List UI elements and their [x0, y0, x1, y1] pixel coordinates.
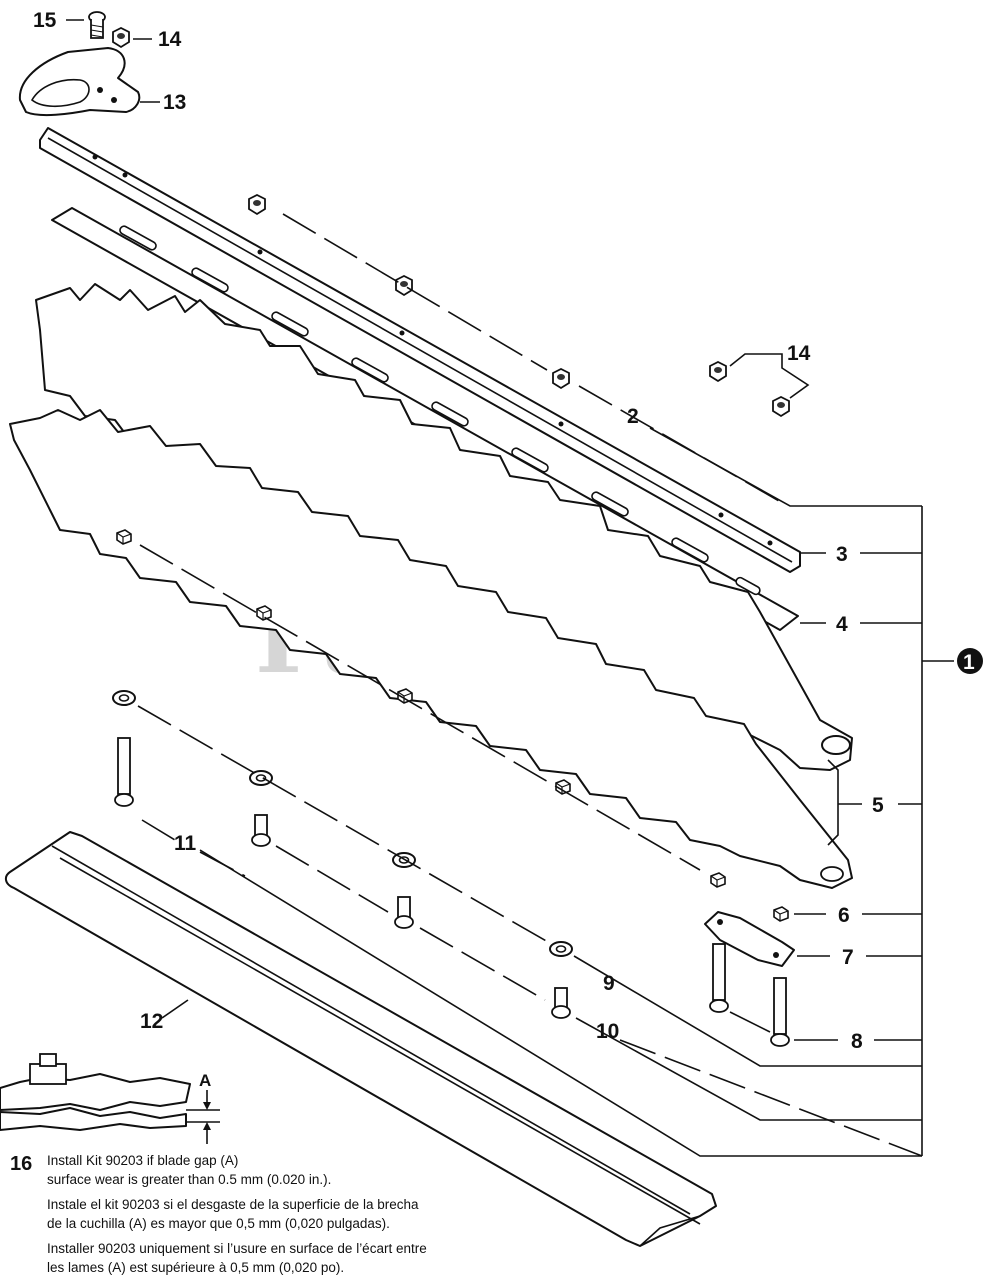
lower-cutter-blade-part: [9, 409, 853, 889]
gap-label-a: A: [199, 1071, 211, 1090]
callout-15: 15: [33, 9, 57, 32]
callout-1: 1: [963, 651, 975, 674]
callout-11: 11: [174, 832, 197, 855]
callout-13: 13: [163, 91, 186, 114]
callout-16: 16: [10, 1153, 33, 1175]
washer-icon: [112, 690, 136, 706]
install-note-fr-1: Installer 90203 uniquement si l’usure en…: [47, 1241, 427, 1256]
nut-icon: [248, 194, 266, 215]
long-bolt-icon: [770, 977, 790, 1047]
blade-guard-part: [18, 47, 141, 117]
spacer-icon: [256, 605, 272, 621]
spacer-icon: [116, 529, 132, 545]
short-bolt-icon: [551, 987, 571, 1019]
top-guide-bar-part: [39, 127, 801, 573]
long-bolt-icon: [709, 943, 729, 1013]
install-note-es-2: de la cuchilla (A) es mayor que 0,5 mm (…: [47, 1216, 390, 1231]
callout-5: 5: [872, 794, 884, 817]
kit-callout-circle: [957, 648, 983, 674]
callout-10: 10: [596, 1020, 619, 1043]
callout-14-right: 14: [787, 342, 811, 365]
nut-icon: [709, 361, 727, 382]
install-note-es-1: Instale el kit 90203 si el desgaste de l…: [47, 1197, 419, 1212]
callout-2: 2: [627, 405, 639, 428]
callout-9: 9: [603, 972, 615, 995]
callout-7: 7: [842, 946, 854, 969]
short-bolt-icon: [394, 896, 414, 929]
washer-icon: [549, 941, 573, 957]
callout-8: 8: [851, 1030, 863, 1053]
callout-14-top: 14: [158, 28, 182, 51]
nut-icon: [772, 396, 790, 417]
install-note-fr-2: les lames (A) est supérieure à 0,5 mm (0…: [47, 1260, 345, 1275]
callout-4: 4: [836, 613, 848, 636]
clamp-plate-part: [704, 911, 795, 967]
spacer-icon: [710, 872, 726, 888]
short-bolt-icon: [251, 814, 271, 847]
callout-3: 3: [836, 543, 848, 566]
install-note-en-1: Install Kit 90203 if blade gap (A): [47, 1153, 239, 1168]
screw-part-15: [88, 11, 106, 39]
blade-gap-inset: [0, 1053, 220, 1144]
nut-icon: [395, 275, 413, 296]
long-bolt-icon: [114, 737, 134, 807]
bottom-guide-part: [4, 831, 717, 1247]
callout-6: 6: [838, 904, 850, 927]
nut-icon: [552, 368, 570, 389]
spacer-icon: [773, 906, 789, 922]
install-note-en-2: surface wear is greater than 0.5 mm (0.0…: [47, 1172, 332, 1187]
nut-part-14: [112, 27, 130, 48]
callout-12: 12: [140, 1010, 163, 1033]
